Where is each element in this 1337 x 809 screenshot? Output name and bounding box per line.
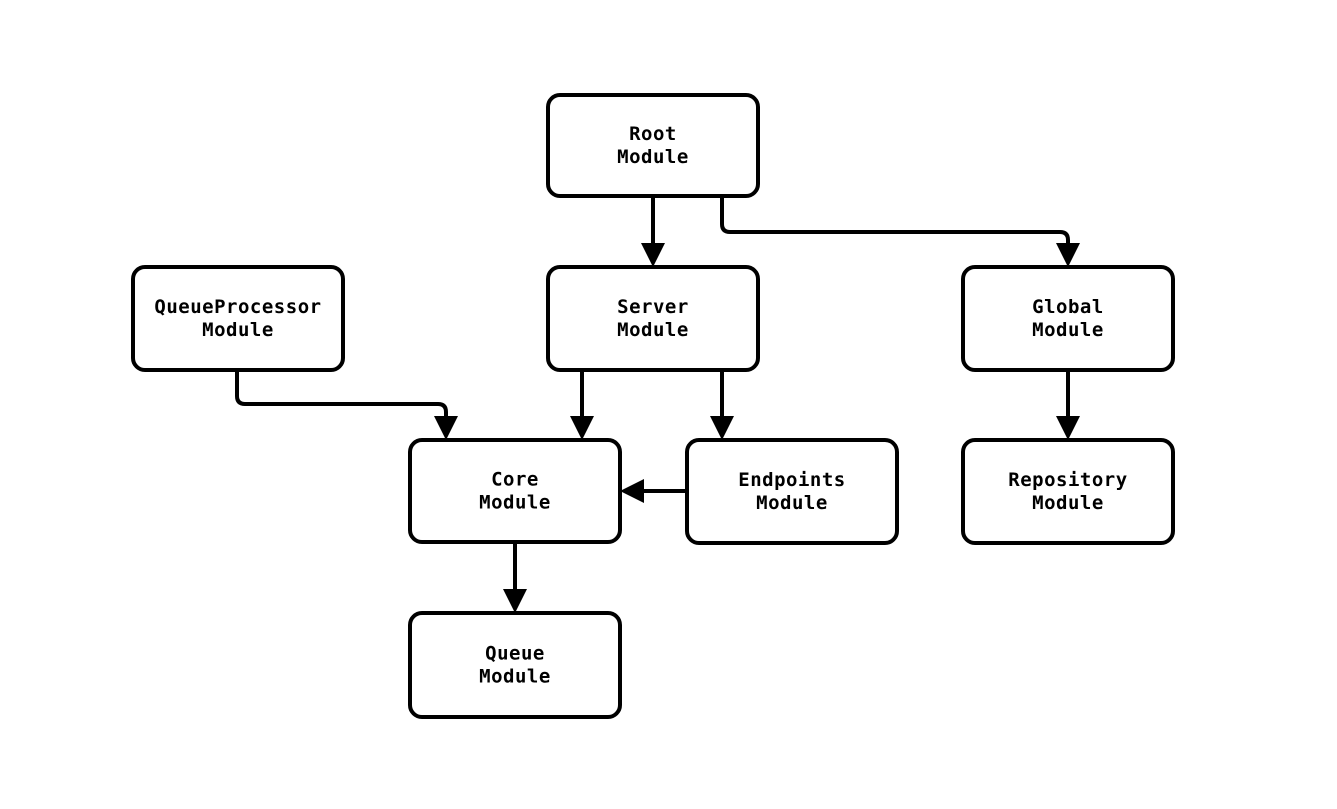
edge-core-to-queue	[503, 542, 527, 613]
nodes-layer: RootModuleQueueProcessorModuleServerModu…	[131, 93, 1175, 719]
edge-queueprocessor-to-core-arrowhead-icon	[434, 416, 458, 440]
edges-layer	[235, 196, 1080, 613]
server-module-node-label-line1: Server	[617, 296, 689, 318]
edge-root-to-global-arrowhead-icon	[1056, 243, 1080, 267]
server-module-node-box[interactable]	[546, 265, 760, 372]
edge-server-to-endpoints	[710, 370, 734, 440]
edge-global-to-repository-arrowhead-icon	[1056, 416, 1080, 440]
edge-global-to-repository	[1056, 370, 1080, 440]
repository-module-node-label-line1: Repository	[1008, 469, 1127, 491]
core-module-node-label-line1: Core	[491, 469, 539, 491]
edge-root-to-global-line	[720, 196, 1070, 252]
repository-module-node-box[interactable]	[961, 438, 1175, 545]
endpoints-module-node-label-line2: Module	[756, 492, 828, 514]
edge-queueprocessor-to-core-line	[235, 370, 448, 425]
edge-endpoints-to-core-arrowhead-icon	[620, 479, 644, 503]
queue-module-node-label-line1: Queue	[485, 643, 545, 665]
core-module-node-box[interactable]	[408, 438, 622, 544]
edge-server-to-core-arrowhead-icon	[570, 416, 594, 440]
global-module-node-label-line1: Global	[1032, 296, 1104, 318]
repository-module-node-label-line2: Module	[1032, 492, 1104, 514]
queueprocessor-module-node-box[interactable]	[131, 265, 345, 372]
edge-queueprocessor-to-core	[235, 370, 458, 440]
endpoints-module-node-label-line1: Endpoints	[738, 469, 845, 491]
edge-endpoints-to-core	[620, 479, 687, 503]
queue-module-node-label-line2: Module	[479, 666, 551, 688]
root-module-node-label-line2: Module	[617, 146, 689, 168]
root-module-node-box[interactable]	[546, 93, 760, 198]
root-module-node-label-line1: Root	[629, 123, 677, 145]
queue-module-node-box[interactable]	[408, 611, 622, 719]
server-module-node-label-line2: Module	[617, 319, 689, 341]
edge-core-to-queue-arrowhead-icon	[503, 589, 527, 613]
edge-server-to-endpoints-arrowhead-icon	[710, 416, 734, 440]
endpoints-module-node-box[interactable]	[685, 438, 899, 545]
global-module-node-box[interactable]	[961, 265, 1175, 372]
queueprocessor-module-node-label-line2: Module	[202, 319, 274, 341]
queueprocessor-module-node-label-line1: QueueProcessor	[154, 296, 321, 318]
edge-server-to-core	[570, 370, 594, 440]
edge-root-to-global	[720, 196, 1080, 267]
core-module-node-label-line2: Module	[479, 492, 551, 514]
edge-root-to-server	[641, 196, 665, 267]
edge-root-to-server-arrowhead-icon	[641, 243, 665, 267]
global-module-node-label-line2: Module	[1032, 319, 1104, 341]
